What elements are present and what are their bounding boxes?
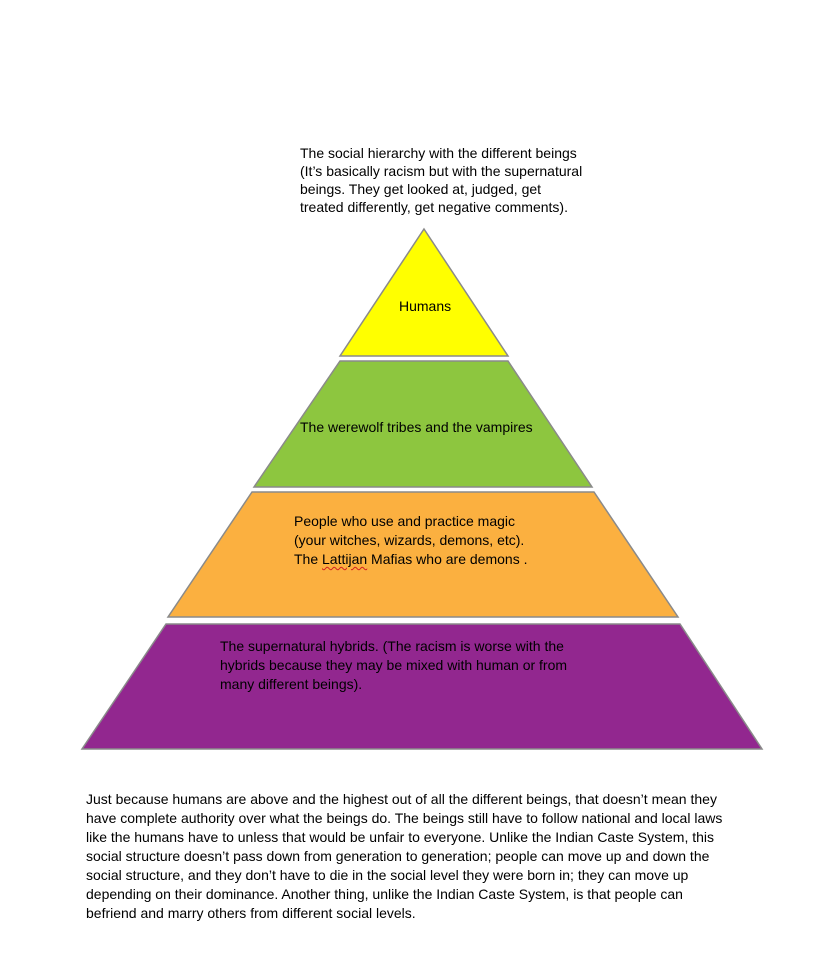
tier-humans-label: Humans bbox=[399, 297, 451, 316]
paragraph-line: depending on their dominance. Another th… bbox=[86, 886, 683, 902]
tier-hybrids-label: The supernatural hybrids. (The racism is… bbox=[220, 637, 567, 694]
title-line: beings. They get looked at, judged, get bbox=[300, 181, 542, 197]
paragraph-line: befriend and marry others from different… bbox=[86, 905, 416, 921]
title-line: The social hierarchy with the different … bbox=[300, 145, 577, 161]
tier-label-line: hybrids because they may be mixed with h… bbox=[220, 657, 568, 673]
paragraph-line: like the humans have to unless that woul… bbox=[86, 829, 715, 845]
tier-label-text: Mafias who are demons . bbox=[367, 551, 528, 567]
tier-werewolves-vampires-label: The werewolf tribes and the vampires bbox=[300, 418, 533, 437]
paragraph-line: social structure doesn’t pass down from … bbox=[86, 848, 710, 864]
tier-magic-users-label: People who use and practice magic (your … bbox=[294, 512, 527, 569]
title-line: (It’s basically racism but with the supe… bbox=[300, 163, 583, 179]
tier-label-line: (your witches, wizards, demons, etc). bbox=[294, 532, 525, 548]
tier-label-line: People who use and practice magic bbox=[294, 513, 516, 529]
spellcheck-flagged-word: Lattijan bbox=[322, 551, 368, 567]
tier-werewolves-vampires-shape bbox=[252, 360, 594, 488]
tier-label-line: The supernatural hybrids. (The racism is… bbox=[220, 638, 564, 654]
tier-hybrids-shape bbox=[80, 623, 764, 750]
tier-label-line: many different beings). bbox=[220, 676, 363, 692]
paragraph-line: have complete authority over what the be… bbox=[86, 810, 723, 826]
tier-label-line: Humans bbox=[399, 298, 452, 314]
title-line: treated differently, get negative commen… bbox=[300, 199, 568, 215]
paragraph-line: Just because humans are above and the hi… bbox=[86, 791, 717, 807]
paragraph-line: social structure, and they don’t have to… bbox=[86, 867, 689, 883]
diagram-title: The social hierarchy with the different … bbox=[300, 144, 620, 216]
tier-label-line: The Lattijan Mafias who are demons . bbox=[294, 550, 527, 569]
tier-magic-users-shape bbox=[166, 491, 680, 618]
tier-humans-shape bbox=[338, 227, 510, 357]
tier-label-text: The bbox=[294, 551, 323, 567]
explanation-paragraph: Just because humans are above and the hi… bbox=[86, 790, 766, 923]
tier-label-line: The werewolf tribes and the vampires bbox=[300, 419, 533, 435]
